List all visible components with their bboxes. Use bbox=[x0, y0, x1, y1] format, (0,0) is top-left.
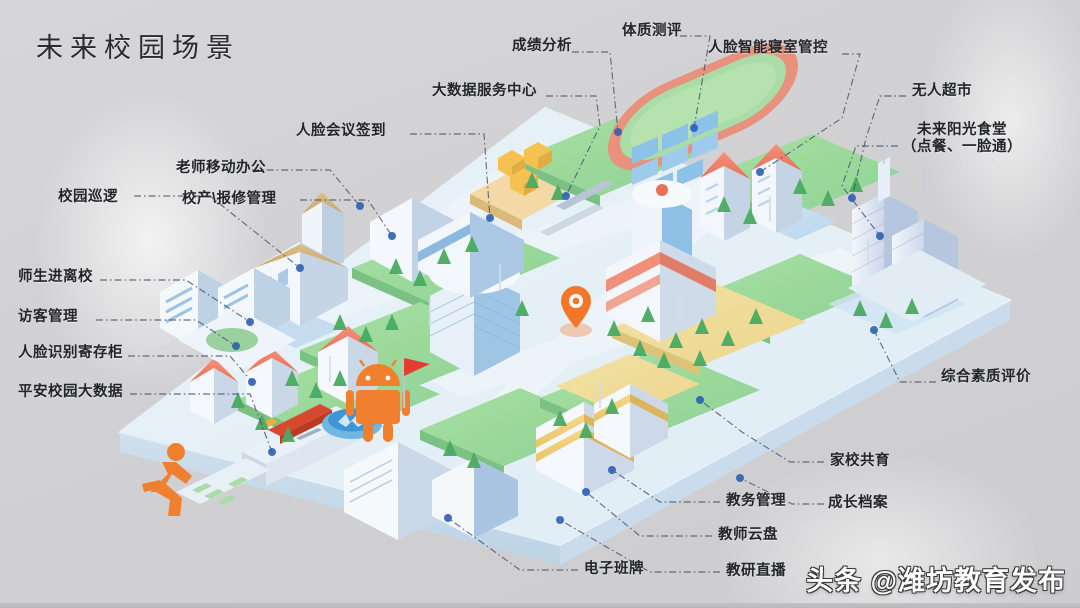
label-home-school-coedu[interactable]: 家校共育 bbox=[830, 453, 890, 469]
bottom-edge-strip bbox=[0, 603, 1080, 608]
label-sunshine-canteen[interactable]: 未来阳光食堂 （点餐、一脸通） bbox=[902, 122, 1022, 157]
label-sunshine-canteen-line1: 未来阳光食堂 bbox=[917, 122, 1007, 138]
label-comprehensive-quality[interactable]: 综合素质评价 bbox=[941, 369, 1031, 385]
label-face-locker[interactable]: 人脸识别寄存柜 bbox=[18, 345, 123, 361]
label-face-dorm-control[interactable]: 人脸智能寝室管控 bbox=[708, 40, 828, 56]
label-safe-campus-bigdata[interactable]: 平安校园大数据 bbox=[18, 384, 123, 400]
label-growth-archive[interactable]: 成长档案 bbox=[828, 495, 888, 511]
map-pin bbox=[560, 286, 592, 337]
label-e-class-board[interactable]: 电子班牌 bbox=[584, 561, 644, 577]
label-teacher-mobile-office[interactable]: 老师移动办公 bbox=[176, 160, 266, 176]
label-fitness-assessment[interactable]: 体质测评 bbox=[622, 23, 682, 39]
label-unmanned-store[interactable]: 无人超市 bbox=[912, 83, 972, 99]
solar-panel-field bbox=[632, 110, 718, 200]
label-sunshine-canteen-line2: （点餐、一脸通） bbox=[902, 139, 1022, 156]
watermark: 头条 @潍坊教育发布 bbox=[806, 566, 1066, 596]
label-bigdata-service-center[interactable]: 大数据服务中心 bbox=[432, 83, 537, 99]
label-teacher-cloud-disk[interactable]: 教师云盘 bbox=[718, 527, 778, 543]
label-campus-patrol[interactable]: 校园巡逻 bbox=[58, 189, 118, 205]
label-grade-analysis[interactable]: 成绩分析 bbox=[512, 38, 572, 54]
crosswalk bbox=[176, 458, 270, 505]
label-visitor-management[interactable]: 访客管理 bbox=[18, 309, 78, 325]
label-staff-student-entry[interactable]: 师生进离校 bbox=[18, 269, 93, 285]
label-research-live[interactable]: 教研直播 bbox=[726, 563, 786, 579]
label-face-meeting-signin[interactable]: 人脸会议签到 bbox=[296, 123, 386, 139]
flag bbox=[402, 356, 430, 408]
android-mascot bbox=[346, 359, 410, 442]
street-lamps bbox=[329, 196, 869, 408]
label-academic-affairs[interactable]: 教务管理 bbox=[726, 493, 786, 509]
shopping-mall bbox=[606, 240, 716, 342]
label-asset-repair[interactable]: 校产\报修管理 bbox=[182, 191, 277, 207]
page-title: 未来校园场景 bbox=[36, 33, 240, 63]
